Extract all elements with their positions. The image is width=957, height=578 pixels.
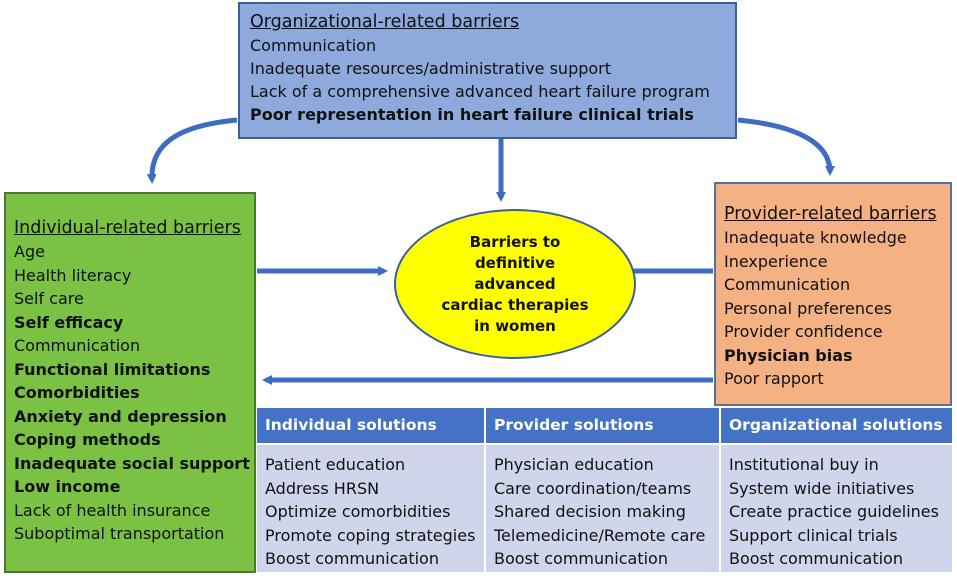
provider-barriers-box: Provider-related barriers Inadequate kno… [714, 182, 952, 406]
solution-item: Boost communication [729, 549, 903, 568]
organizational-barriers-title: Organizational-related barriers [250, 12, 520, 32]
individual-solutions-header: Individual solutions [257, 408, 486, 443]
organizational-solutions-list: Institutional buy in System wide initiati… [721, 443, 952, 572]
barrier-item: Suboptimal transportation [14, 524, 225, 543]
barrier-item: Poor rapport [724, 369, 824, 388]
center-line: advanced [474, 274, 556, 293]
barrier-item: Inexperience [724, 251, 828, 271]
center-line: Barriers to [469, 232, 561, 251]
arrow-org-to-provider [737, 117, 835, 176]
barrier-item: Communication [14, 336, 141, 355]
solution-item: Boost communication [265, 549, 439, 568]
solution-item: Create practice guidelines [729, 502, 939, 521]
center-line: definitive [474, 253, 556, 272]
center-line: cardiac therapies [441, 295, 589, 314]
central-barriers-ellipse: Barriers to definitive advanced cardiac … [394, 209, 636, 359]
center-line: in women [474, 316, 556, 335]
barrier-item: Low income [14, 477, 121, 496]
barrier-item: Communication [250, 36, 377, 55]
solution-item: System wide initiatives [729, 478, 915, 498]
individual-barriers-title: Individual-related barriers [14, 218, 241, 238]
barrier-item: Coping methods [14, 430, 161, 449]
solution-item: Address HRSN [265, 478, 380, 498]
barrier-item: Inadequate knowledge [724, 228, 907, 247]
organizational-barriers-box: Organizational-related barriers Communic… [238, 2, 737, 139]
organizational-solutions-header: Organizational solutions [721, 408, 952, 443]
barrier-item: Inadequate resources/administrative supp… [250, 59, 612, 78]
solution-item: Care coordination/teams [494, 478, 692, 498]
barrier-item: Inadequate social support [14, 453, 250, 473]
barrier-item: Age [14, 242, 45, 261]
solution-item: Physician education [494, 455, 654, 474]
barrier-item: Provider confidence [724, 322, 883, 341]
solution-item: Telemedicine/Remote care [494, 525, 706, 545]
barrier-item: Lack of health insurance [14, 500, 211, 520]
barrier-item: Functional limitations [14, 359, 211, 379]
barrier-item: Poor representation in heart failure cli… [250, 105, 694, 124]
solution-item: Institutional buy in [729, 455, 879, 474]
solution-item: Support clinical trials [729, 525, 898, 545]
arrow-org-to-individual [146, 117, 238, 184]
barrier-item: Self efficacy [14, 312, 124, 332]
barrier-item: Comorbidities [14, 383, 140, 402]
solution-item: Boost communication [494, 549, 668, 568]
solution-item: Optimize comorbidities [265, 502, 451, 521]
barrier-item: Physician bias [724, 345, 853, 365]
barrier-item: Self care [14, 289, 84, 308]
barrier-item: Health literacy [14, 265, 132, 285]
solution-item: Shared decision making [494, 502, 686, 521]
provider-barriers-title: Provider-related barriers [724, 204, 937, 224]
solution-item: Patient education [265, 455, 406, 474]
barrier-item: Anxiety and depression [14, 406, 227, 426]
provider-solutions-header: Provider solutions [486, 408, 721, 443]
barrier-item: Communication [724, 275, 851, 294]
solution-item: Promote coping strategies [265, 525, 476, 545]
barrier-item: Lack of a comprehensive advanced heart f… [250, 82, 710, 101]
organizational-solutions-column: Organizational solutions Institutional b… [721, 408, 952, 572]
barrier-item: Personal preferences [724, 298, 892, 318]
